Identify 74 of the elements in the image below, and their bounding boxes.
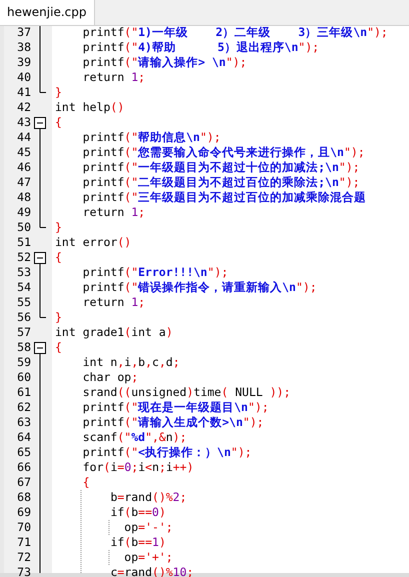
line-number: 63	[16, 415, 31, 430]
code-line: int error()	[55, 235, 132, 250]
line-number: 51	[16, 235, 31, 250]
line-number: 55	[16, 295, 31, 310]
line-number: 60	[16, 370, 31, 385]
code-line: srand((unsigned)time( NULL ));	[82, 385, 290, 400]
line-number: 53	[16, 265, 31, 280]
line-number: 37	[16, 25, 31, 40]
code-line: int n,i,b,c,d;	[82, 355, 180, 370]
line-number: 46	[16, 160, 31, 175]
code-line: int grade1(int a)	[55, 325, 173, 340]
file-tab: hewenjie.cpp	[0, 0, 94, 25]
code-line: printf("请输入操作> \n");	[82, 55, 247, 70]
code-line: b=rand()%2;	[110, 490, 187, 505]
code-line: printf("请输入生成个数>\n");	[82, 415, 264, 430]
line-number: 56	[16, 310, 31, 325]
line-number: 48	[16, 190, 31, 205]
code-line: printf("一年级题目为不超过十位的加减法;\n");	[82, 160, 360, 175]
code-line: return 1;	[82, 205, 146, 220]
line-number: 52	[16, 250, 31, 265]
line-number: 50	[16, 220, 31, 235]
code-line: if(b==1)	[110, 535, 166, 550]
line-number: 54	[16, 280, 31, 295]
code-line: printf("1)一年级 2）二年级 3）三年级\n");	[82, 25, 388, 40]
code-line: printf("错误操作指令，请重新输入\n");	[82, 280, 317, 295]
line-number: 68	[16, 490, 31, 505]
line-number: 40	[16, 70, 31, 85]
line-number: 59	[16, 355, 31, 370]
line-number: 38	[16, 40, 31, 55]
line-number: 62	[16, 400, 31, 415]
line-number: 41	[16, 85, 31, 100]
line-number: 44	[16, 130, 31, 145]
line-number: 66	[16, 460, 31, 475]
line-number: 64	[16, 430, 31, 445]
line-number: 47	[16, 175, 31, 190]
code-line: op='-';	[124, 520, 173, 535]
code-line: return 1;	[82, 295, 146, 310]
line-number: 58	[16, 340, 31, 355]
line-number: 73	[16, 565, 31, 577]
code-line: printf("4)帮助 5）退出程序\n");	[82, 40, 320, 55]
code-line: printf("二年级题目为不超过百位的乘除法;\n");	[82, 175, 360, 190]
code-line: printf("您需要输入命令代号来进行操作，且\n");	[82, 145, 365, 160]
code-line: printf("Error!!!\n");	[82, 265, 228, 280]
code-line: }	[55, 310, 62, 325]
code-line: {	[55, 340, 62, 355]
code-line: printf("三年级题目为不超过百位的加减乘除混合题	[82, 190, 366, 205]
code-line: if(b==0)	[110, 505, 166, 520]
code-line: }	[55, 220, 62, 235]
code-line: int help()	[55, 100, 124, 115]
code-line: {	[55, 115, 62, 130]
line-number: 49	[16, 205, 31, 220]
code-line: printf("<执行操作：）\n");	[82, 445, 252, 460]
line-number: 71	[16, 535, 31, 550]
line-number: 45	[16, 145, 31, 160]
line-number: 43	[16, 115, 31, 130]
line-number: 61	[16, 385, 31, 400]
code-line: return 1;	[82, 70, 146, 85]
line-number: 69	[16, 505, 31, 520]
code-line: scanf("%d",&n);	[82, 430, 187, 445]
line-number: 42	[16, 100, 31, 115]
line-number: 65	[16, 445, 31, 460]
line-number: 72	[16, 550, 31, 565]
code-line: printf("帮助信息\n");	[82, 130, 221, 145]
line-number: 67	[16, 475, 31, 490]
code-line: }	[55, 85, 62, 100]
code-line: printf("现在是一年级题目\n");	[82, 400, 269, 415]
code-line: {	[82, 475, 90, 490]
code-line: op='+';	[124, 550, 173, 565]
code-line: for(i=0;i<n;i++)	[82, 460, 194, 475]
line-number: 70	[16, 520, 31, 535]
line-number: 39	[16, 55, 31, 70]
code-line: char op;	[82, 370, 138, 385]
line-number: 57	[16, 325, 31, 340]
code-line: {	[55, 250, 62, 265]
